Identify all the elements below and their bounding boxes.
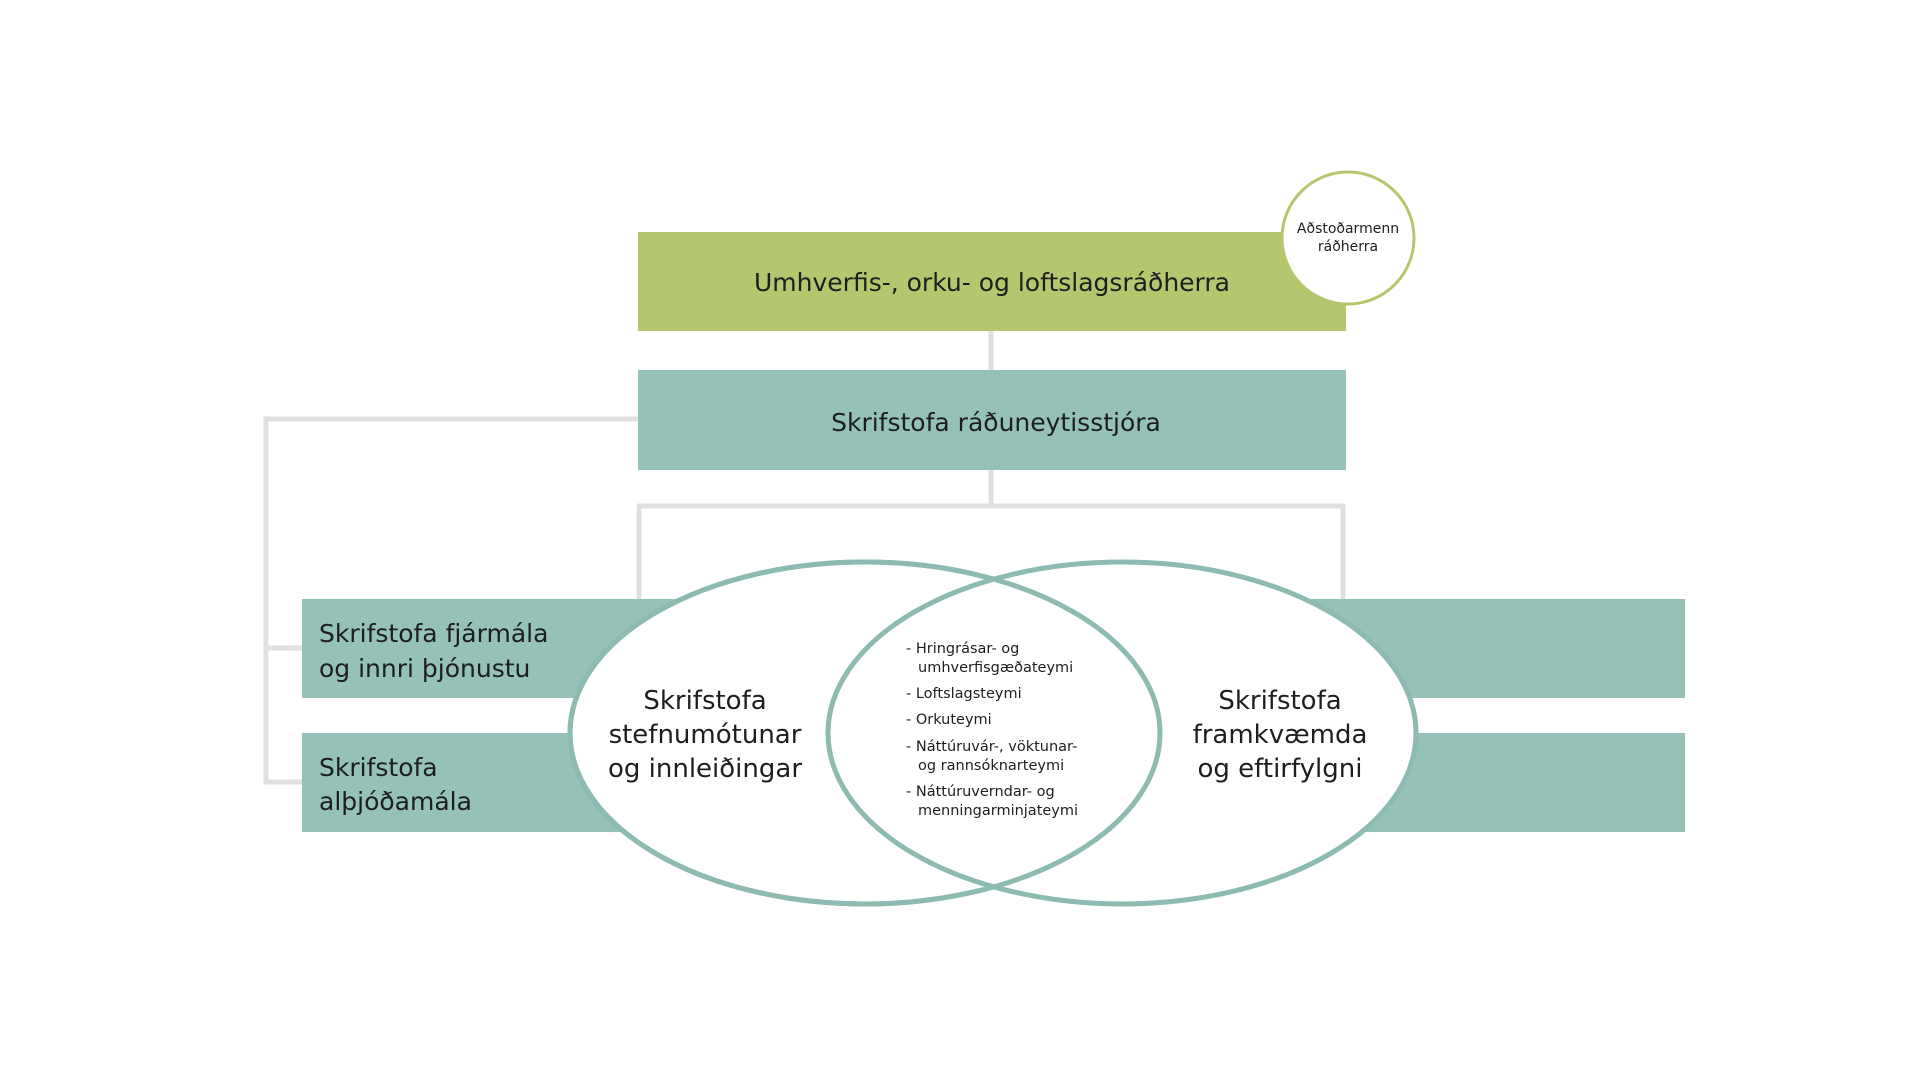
- policy-office-line2: stefnumótunar: [609, 720, 802, 750]
- assistants-badge-line2: ráðherra: [1318, 239, 1378, 255]
- policy-office-line3: og innleiðingar: [608, 754, 802, 784]
- implementation-office-line3: og eftirfylgni: [1198, 754, 1363, 784]
- implementation-office-ellipse: [825, 559, 1419, 907]
- team-2-line1: - Loftslagsteymi: [906, 686, 1022, 702]
- team-4-line1: - Náttúruvár-, vöktunar-: [906, 739, 1077, 755]
- implementation-office-line1: Skrifstofa: [1218, 686, 1341, 716]
- minister-box: [638, 232, 1346, 331]
- assistants-badge-line1: Aðstoðarmenn: [1297, 221, 1399, 237]
- permanent-secretary-box: [638, 370, 1346, 470]
- team-1-line1: - Hringrásar- og: [906, 641, 1019, 657]
- international-office-line2: alþjóðamála: [319, 787, 472, 816]
- international-office-line1: Skrifstofa: [319, 753, 438, 782]
- team-list: - Hringrásar- og umhverfisgæðateymi - Lo…: [906, 641, 1078, 819]
- finance-office-line1: Skrifstofa fjármála: [319, 619, 548, 648]
- policy-office-line1: Skrifstofa: [643, 686, 766, 716]
- assistants-badge: [1280, 170, 1416, 306]
- permanent-secretary-title: Skrifstofa ráðuneytisstjóra: [831, 408, 1161, 437]
- team-3-line1: - Orkuteymi: [906, 712, 992, 728]
- team-5-line2: menningarminjateymi: [918, 803, 1078, 819]
- connector-lines: [263, 330, 1346, 785]
- minister-title: Umhverfis-, orku- og loftslagsráðherra: [754, 268, 1230, 297]
- policy-office-ellipse-outline: [567, 559, 1163, 907]
- team-5-line1: - Náttúruverndar- og: [906, 784, 1055, 800]
- team-1-line2: umhverfisgæðateymi: [918, 660, 1073, 676]
- implementation-office-line2: framkvæmda: [1193, 720, 1368, 750]
- finance-office-line2: og innri þjónustu: [319, 654, 530, 683]
- team-4-line2: og rannsóknarteymi: [918, 758, 1064, 774]
